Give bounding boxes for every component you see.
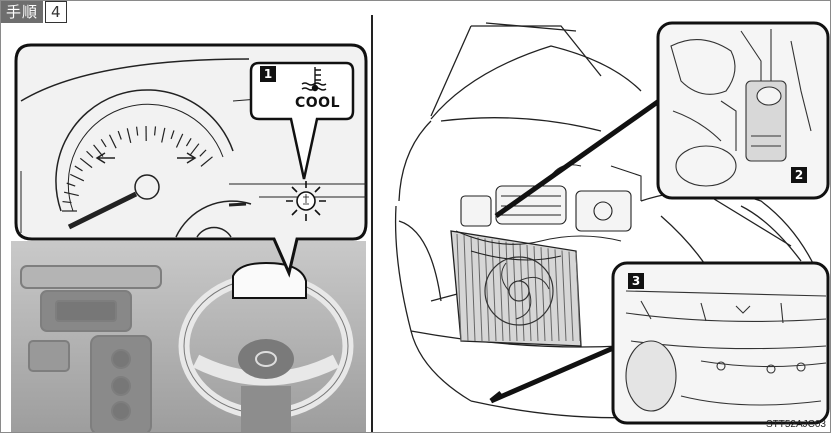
callout-3-number: 3 <box>628 273 644 289</box>
callout-2-number: 2 <box>791 167 807 183</box>
radiator <box>451 231 581 346</box>
figure-code: STT52AJC03 <box>766 419 826 430</box>
